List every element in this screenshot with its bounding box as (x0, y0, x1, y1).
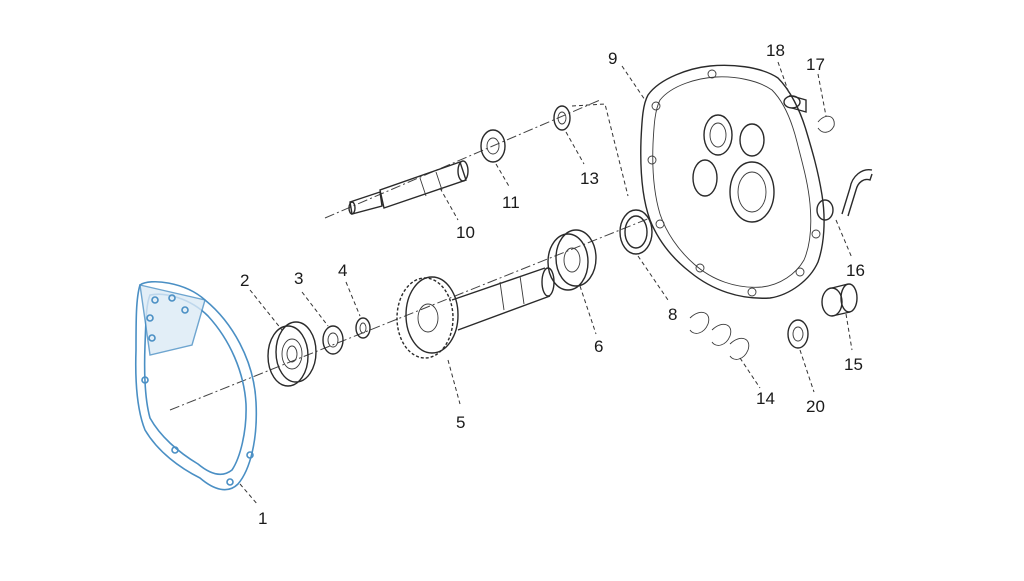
part-2-bearing[interactable] (267, 321, 317, 387)
part-16-pipe[interactable] (841, 169, 873, 217)
part-8-oil-seal[interactable] (619, 209, 653, 255)
callout-2: 2 (240, 271, 249, 290)
callout-1: 1 (258, 509, 267, 528)
part-20-washer[interactable] (787, 319, 809, 349)
callout-18: 18 (766, 41, 785, 60)
part-6-bearing[interactable] (547, 229, 597, 291)
part-18-pin[interactable] (783, 95, 807, 113)
callout-10: 10 (456, 223, 475, 242)
callout-3: 3 (294, 269, 303, 288)
axis-lines (169, 99, 651, 411)
part-3-washer[interactable] (322, 325, 344, 355)
part-9-case-cover[interactable] (640, 64, 834, 299)
callout-16: 16 (846, 261, 865, 280)
leader-lines (239, 61, 853, 506)
callout-17: 17 (806, 55, 825, 74)
callout-6: 6 (594, 337, 603, 356)
part-15-sleeve[interactable] (821, 283, 858, 317)
callout-11: 11 (502, 193, 520, 212)
callout-5: 5 (456, 413, 465, 432)
part-11-washer[interactable] (480, 129, 506, 163)
callout-4: 4 (338, 261, 347, 280)
callout-15: 15 (844, 355, 863, 374)
part-17-clip[interactable] (817, 115, 835, 133)
callout-9: 9 (608, 49, 617, 68)
callout-14: 14 (756, 389, 775, 408)
callout-labels: 1 2 3 4 5 6 8 9 10 11 13 14 15 16 17 18 … (240, 41, 865, 528)
part-13-washer[interactable] (553, 105, 571, 131)
callout-13: 13 (580, 169, 599, 188)
part-5-gear-shaft[interactable] (396, 267, 555, 359)
callout-20: 20 (806, 397, 825, 416)
part-4-ring[interactable] (355, 317, 371, 339)
part-1-gasket[interactable] (134, 280, 258, 491)
part-10-shaft[interactable] (348, 160, 469, 215)
part-14-clips[interactable] (689, 311, 750, 360)
callout-8: 8 (668, 305, 677, 324)
